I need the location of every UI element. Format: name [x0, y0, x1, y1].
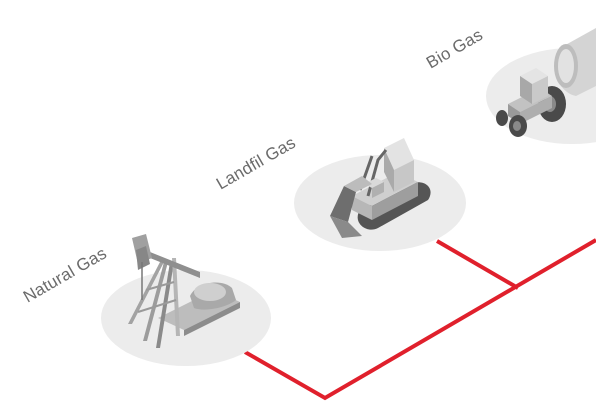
oil-pump-jack-icon — [128, 234, 240, 348]
connector-line — [435, 239, 520, 290]
connector-line — [244, 238, 596, 401]
tractor-tank-icon — [496, 28, 596, 137]
bulldozer-loader-icon — [330, 138, 431, 238]
connector-lines — [244, 238, 596, 401]
